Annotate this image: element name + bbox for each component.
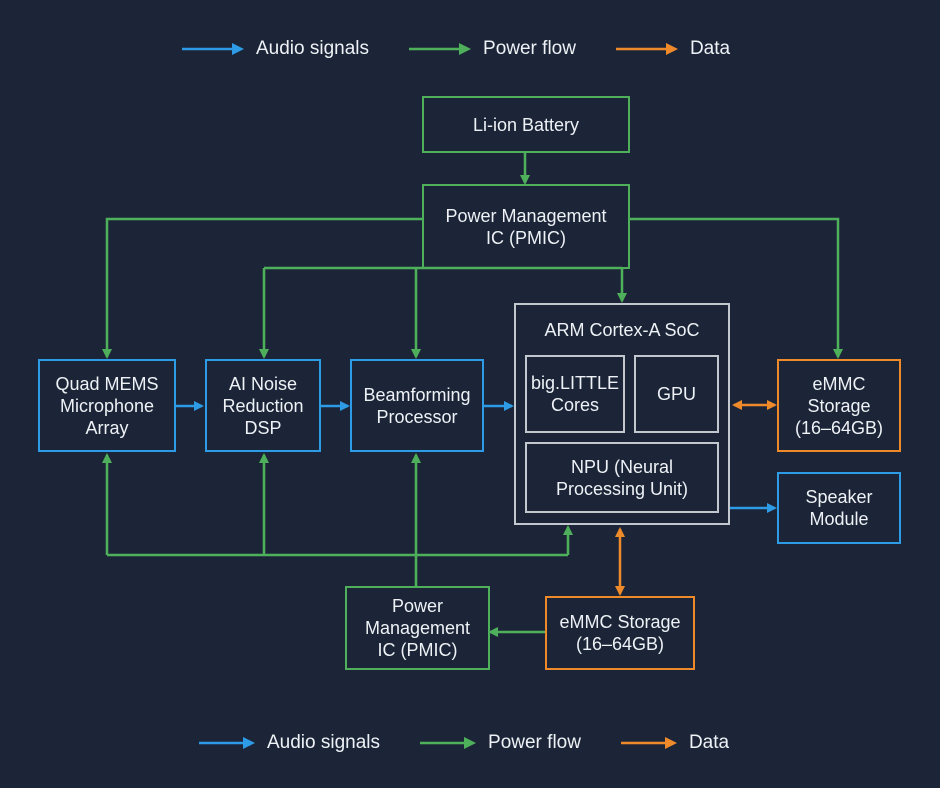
legend-item-power: Power flow [420, 732, 581, 754]
legend-top: Audio signals Power flow Data [182, 38, 770, 60]
legend-bottom: Audio signals Power flow Data [199, 732, 769, 754]
green-arrow-icon [420, 737, 477, 749]
legend-label-data: Data [689, 38, 731, 59]
power-line-pmic-to-mic [102, 217, 422, 359]
legend-item-data: Data [620, 732, 730, 754]
npu-block: NPU (Neural Processing Unit) [525, 442, 719, 513]
legend-label-audio: Audio signals [267, 732, 381, 753]
beamforming-block: Beamforming Processor [350, 359, 484, 452]
speaker-block: Speaker Module [777, 472, 901, 544]
legend-item-data: Data [615, 38, 731, 60]
legend-label-audio: Audio signals [256, 38, 370, 59]
noise-dsp-block: AI Noise Reduction DSP [205, 359, 321, 452]
cores-block: big.LITTLE Cores [525, 355, 625, 433]
gpu-block: GPU [634, 355, 719, 433]
green-arrow-icon [409, 43, 472, 55]
emmc-bottom-block: eMMC Storage (16–64GB) [545, 596, 695, 670]
battery-block: Li-ion Battery [422, 96, 630, 153]
legend-label-power: Power flow [488, 732, 581, 753]
legend-label-power: Power flow [483, 38, 576, 59]
emmc-right-block: eMMC Storage (16–64GB) [777, 359, 901, 452]
legend-label-data: Data [688, 732, 730, 753]
pmic-bottom-block: Power Management IC (PMIC) [345, 586, 490, 670]
mic-array-block: Quad MEMS Microphone Array [38, 359, 176, 452]
legend-item-power: Power flow [409, 38, 576, 60]
pmic-top-block: Power Management IC (PMIC) [422, 184, 630, 269]
legend-item-audio: Audio signals [199, 732, 380, 754]
orange-arrow-icon [615, 43, 678, 55]
blue-arrow-icon [182, 43, 244, 55]
soc-block: ARM Cortex-A SoC [514, 303, 730, 525]
power-line-pmic-to-emmc [629, 217, 843, 359]
blue-arrow-icon [199, 737, 255, 749]
orange-arrow-icon [620, 737, 677, 749]
legend-item-audio: Audio signals [182, 38, 369, 60]
